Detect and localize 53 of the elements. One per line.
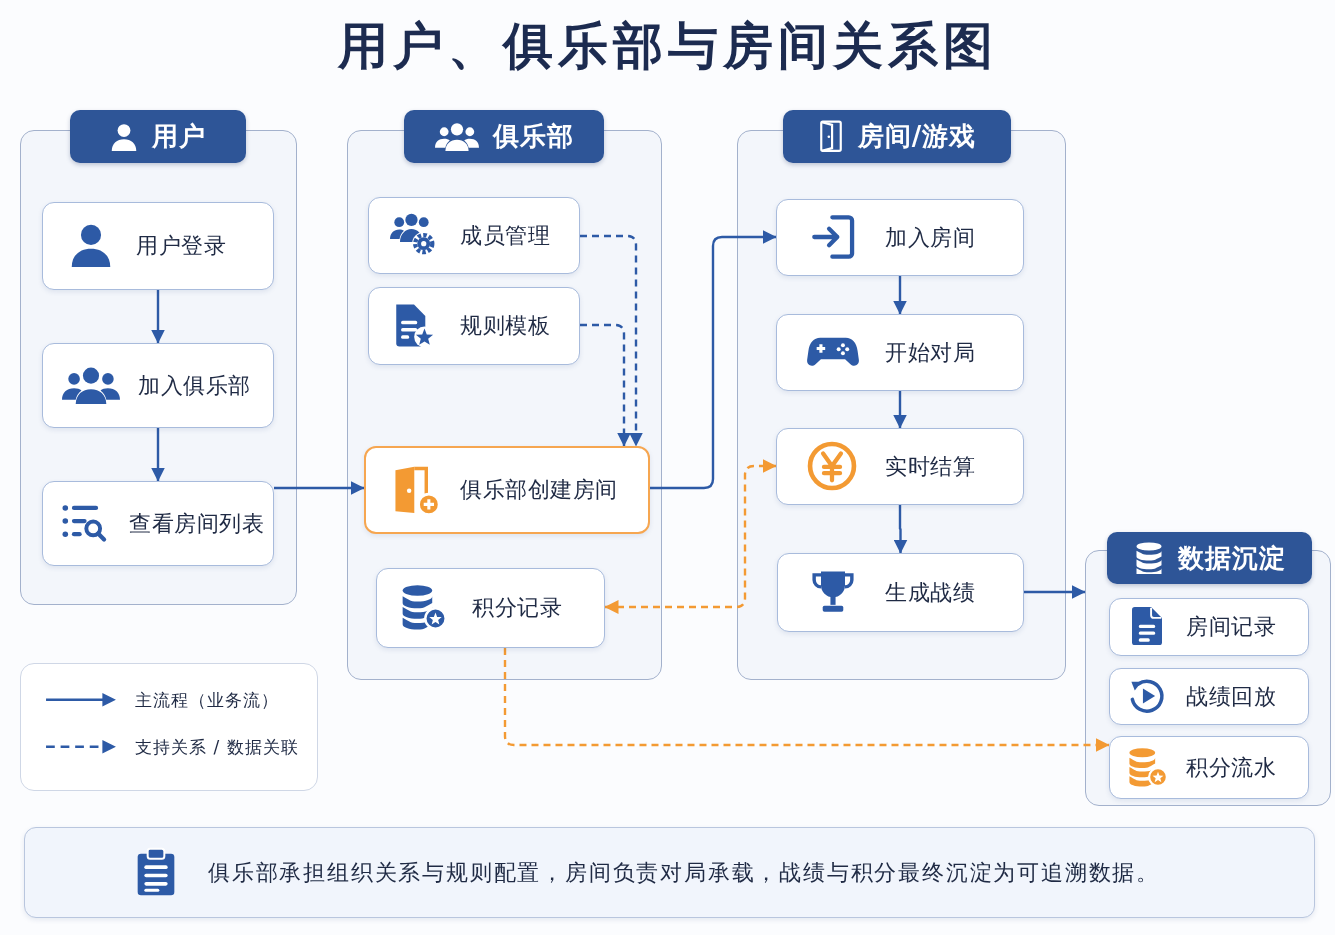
process-box xyxy=(42,343,274,428)
panel-title: 房间/游戏 xyxy=(857,120,977,153)
box-label: 战绩回放 xyxy=(1186,682,1277,711)
process-box xyxy=(777,553,1024,632)
process-box xyxy=(42,481,274,566)
arrow xyxy=(1024,585,1086,599)
dashed-arrow xyxy=(604,459,777,614)
arrow xyxy=(650,230,777,490)
box-label: 成员管理 xyxy=(460,221,551,250)
process-box xyxy=(368,197,580,274)
process-box xyxy=(776,314,1024,391)
box-label: 加入俱乐部 xyxy=(138,371,252,400)
arrow xyxy=(151,428,165,482)
box-label: 俱乐部创建房间 xyxy=(460,476,619,504)
group-panel xyxy=(347,110,662,680)
highlighted-box xyxy=(364,446,650,534)
box-label: 规则模板 xyxy=(460,312,551,340)
dashed-arrow xyxy=(580,234,643,447)
process-box xyxy=(368,287,580,365)
note-box xyxy=(24,827,1315,918)
legend-label: 主流程（业务流） xyxy=(135,689,279,711)
panel-title: 用户 xyxy=(152,120,206,153)
box-label: 实时结算 xyxy=(885,452,976,481)
box-label: 查看房间列表 xyxy=(129,509,265,538)
process-box xyxy=(776,199,1024,276)
arrow xyxy=(893,276,907,315)
process-box xyxy=(376,568,605,648)
group-panel xyxy=(1085,532,1331,806)
process-box xyxy=(1109,598,1309,656)
box-label: 生成战绩 xyxy=(885,578,976,607)
arrow xyxy=(274,481,365,495)
box-label: 积分流水 xyxy=(1186,753,1277,782)
diagram-title: 用户、俱乐部与房间关系图 xyxy=(336,16,999,77)
process-box xyxy=(42,202,274,290)
arrow xyxy=(893,391,907,429)
process-box xyxy=(1109,668,1309,725)
legend-label: 支持关系 / 数据关联 xyxy=(135,736,299,758)
group-panel xyxy=(20,110,297,605)
dashed-arrow xyxy=(580,323,631,447)
process-box xyxy=(776,428,1024,505)
process-box xyxy=(1109,736,1309,799)
panel-title: 数据沉淀 xyxy=(1177,541,1286,575)
box-label: 用户登录 xyxy=(136,232,227,260)
arrow xyxy=(893,505,908,554)
group-panel xyxy=(737,110,1066,680)
dashed-arrow xyxy=(503,648,1110,752)
box-label: 房间记录 xyxy=(1186,613,1277,641)
arrow xyxy=(151,290,165,344)
box-label: 开始对局 xyxy=(885,338,976,367)
box-label: 积分记录 xyxy=(472,594,563,622)
panel-title: 俱乐部 xyxy=(492,120,574,153)
note-text: 俱乐部承担组织关系与规则配置，房间负责对局承载，战绩与积分最终沉淀为可追溯数据。 xyxy=(208,858,1161,887)
box-label: 加入房间 xyxy=(885,223,976,252)
